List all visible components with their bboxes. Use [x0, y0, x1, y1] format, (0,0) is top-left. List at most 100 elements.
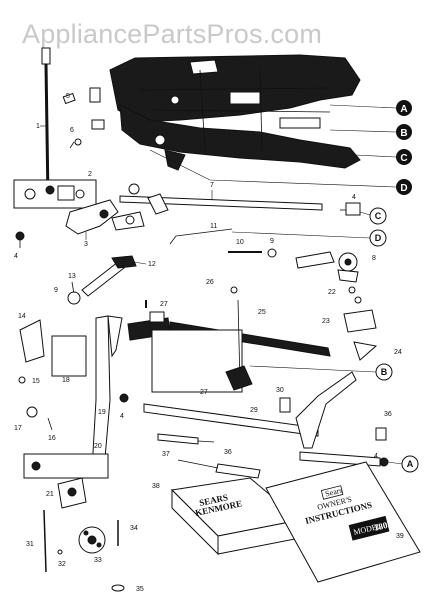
svg-text:37: 37 [162, 451, 170, 458]
svg-text:14: 14 [18, 313, 26, 320]
svg-text:26: 26 [206, 279, 214, 286]
svg-text:8: 8 [372, 255, 376, 262]
svg-text:23: 23 [322, 318, 330, 325]
svg-text:B: B [400, 128, 407, 139]
svg-text:1: 1 [36, 123, 40, 130]
part-33-bobbin-spool: 33 [78, 526, 106, 564]
part-3-presser-mechanism: 3 [65, 199, 119, 248]
part-8-crank-assembly: 8 [295, 251, 376, 283]
reference-circle-d: D [231, 229, 387, 247]
svg-text:A: A [407, 459, 414, 469]
svg-text:33: 33 [94, 557, 102, 564]
svg-text:36: 36 [384, 411, 392, 418]
svg-text:C: C [375, 211, 382, 221]
manual-model-number: 1802 [373, 519, 393, 533]
part-32-bobbin: 32 [57, 549, 66, 568]
svg-text:4: 4 [120, 413, 124, 420]
part-38-accessory-box: SEARS KENMORE 38 [152, 477, 302, 556]
svg-text:27: 27 [200, 389, 208, 396]
part-2-clamp-assembly: 2 [13, 171, 97, 209]
svg-text:7: 7 [210, 182, 214, 189]
part-9-collar: 9 [54, 287, 81, 305]
part-36-screwdriver: 36 [177, 449, 261, 479]
svg-text:2: 2 [88, 171, 92, 178]
part-35-washer: 35 [111, 584, 144, 593]
part-4-screw-left: 4 [14, 231, 25, 260]
svg-text:22: 22 [328, 289, 336, 296]
part-29-long-bar: 29 [143, 371, 381, 467]
svg-text:19: 19 [98, 409, 106, 416]
part-14-guide: 14 [18, 313, 45, 363]
part-13-spring: 13 [68, 273, 76, 295]
svg-text:25: 25 [258, 309, 266, 316]
upper-left-small-parts [62, 87, 105, 149]
part-4-screw-right: 4 [340, 194, 361, 216]
part-37-screwdriver: 37 [157, 433, 215, 458]
svg-text:9: 9 [54, 287, 58, 294]
watermark-text: AppliancePartsPros.com [22, 19, 322, 49]
svg-text:C: C [400, 153, 407, 164]
part-7-long-shaft: 7 [111, 182, 323, 231]
machine-arm-casting [109, 54, 361, 171]
svg-text:32: 32 [58, 561, 66, 568]
reference-badge-b-top: B [329, 124, 412, 140]
svg-text:D: D [375, 233, 382, 243]
svg-text:4: 4 [352, 194, 356, 201]
part-11-rod: 11 [169, 223, 233, 245]
svg-text:18: 18 [62, 377, 70, 384]
part-4-screw-mid: 4 [119, 393, 129, 420]
svg-text:A: A [400, 104, 407, 115]
label-part-6: 6 [70, 127, 74, 134]
svg-text:29: 29 [250, 407, 258, 414]
svg-text:27: 27 [160, 301, 168, 308]
part-39-instruction-manual: Sears OWNER'S INSTRUCTIONS MODEL 1802 39 [265, 461, 421, 583]
part-16-screw: 16 [47, 417, 56, 442]
svg-text:31: 31 [26, 541, 34, 548]
svg-text:38: 38 [152, 483, 160, 490]
reference-circle-c: C [359, 207, 387, 225]
center-threaded-shaft [151, 321, 331, 393]
part-31-needle: 31 [26, 509, 47, 573]
part-27-pin-top: 27 [145, 300, 168, 308]
reference-badge-c-top: C [354, 149, 412, 165]
part-9-nut: 9 [267, 238, 277, 258]
part-1-needle-bar: 1 [36, 47, 51, 201]
part-15-screw: 15 [18, 376, 40, 385]
manual-brand: Sears [324, 486, 343, 499]
svg-text:39: 39 [396, 533, 404, 540]
svg-text:30: 30 [276, 387, 284, 394]
part-12-feed-rod: 12 [81, 255, 156, 297]
svg-text:11: 11 [210, 223, 217, 230]
svg-text:4: 4 [14, 253, 18, 260]
svg-text:36: 36 [224, 449, 232, 456]
reference-badge-a-top: A [329, 100, 412, 116]
svg-text:34: 34 [130, 525, 138, 532]
svg-text:13: 13 [68, 273, 76, 280]
label-part-5: 5 [66, 93, 70, 100]
svg-text:35: 35 [136, 586, 144, 593]
svg-text:D: D [400, 183, 407, 194]
part-30-bolt: 30 [276, 387, 291, 413]
part-22-screws: 22 [328, 286, 362, 304]
part-26-screw: 26 [206, 279, 238, 294]
part-36-bolt-right: 36 [375, 411, 392, 441]
part-20-plate: 20 [23, 443, 109, 479]
part-10-shaft: 10 [228, 239, 262, 253]
part-24-lever: 24 [353, 341, 402, 361]
svg-text:4: 4 [374, 453, 378, 460]
reference-circle-b: B [249, 363, 393, 381]
reference-circle-a: A [387, 455, 419, 473]
part-23-plate: 23 [322, 309, 377, 333]
svg-text:3: 3 [84, 241, 88, 248]
part-21-bracket: 21 [46, 477, 87, 509]
part-18-block: 18 [51, 335, 87, 384]
svg-text:17: 17 [14, 425, 22, 432]
reference-badge-d-top: D [149, 149, 412, 195]
svg-text:B: B [381, 367, 388, 377]
svg-text:24: 24 [394, 349, 402, 356]
svg-text:10: 10 [236, 239, 244, 246]
svg-text:21: 21 [46, 491, 54, 498]
svg-text:9: 9 [270, 238, 274, 245]
part-27-hook: 27 [200, 365, 253, 396]
